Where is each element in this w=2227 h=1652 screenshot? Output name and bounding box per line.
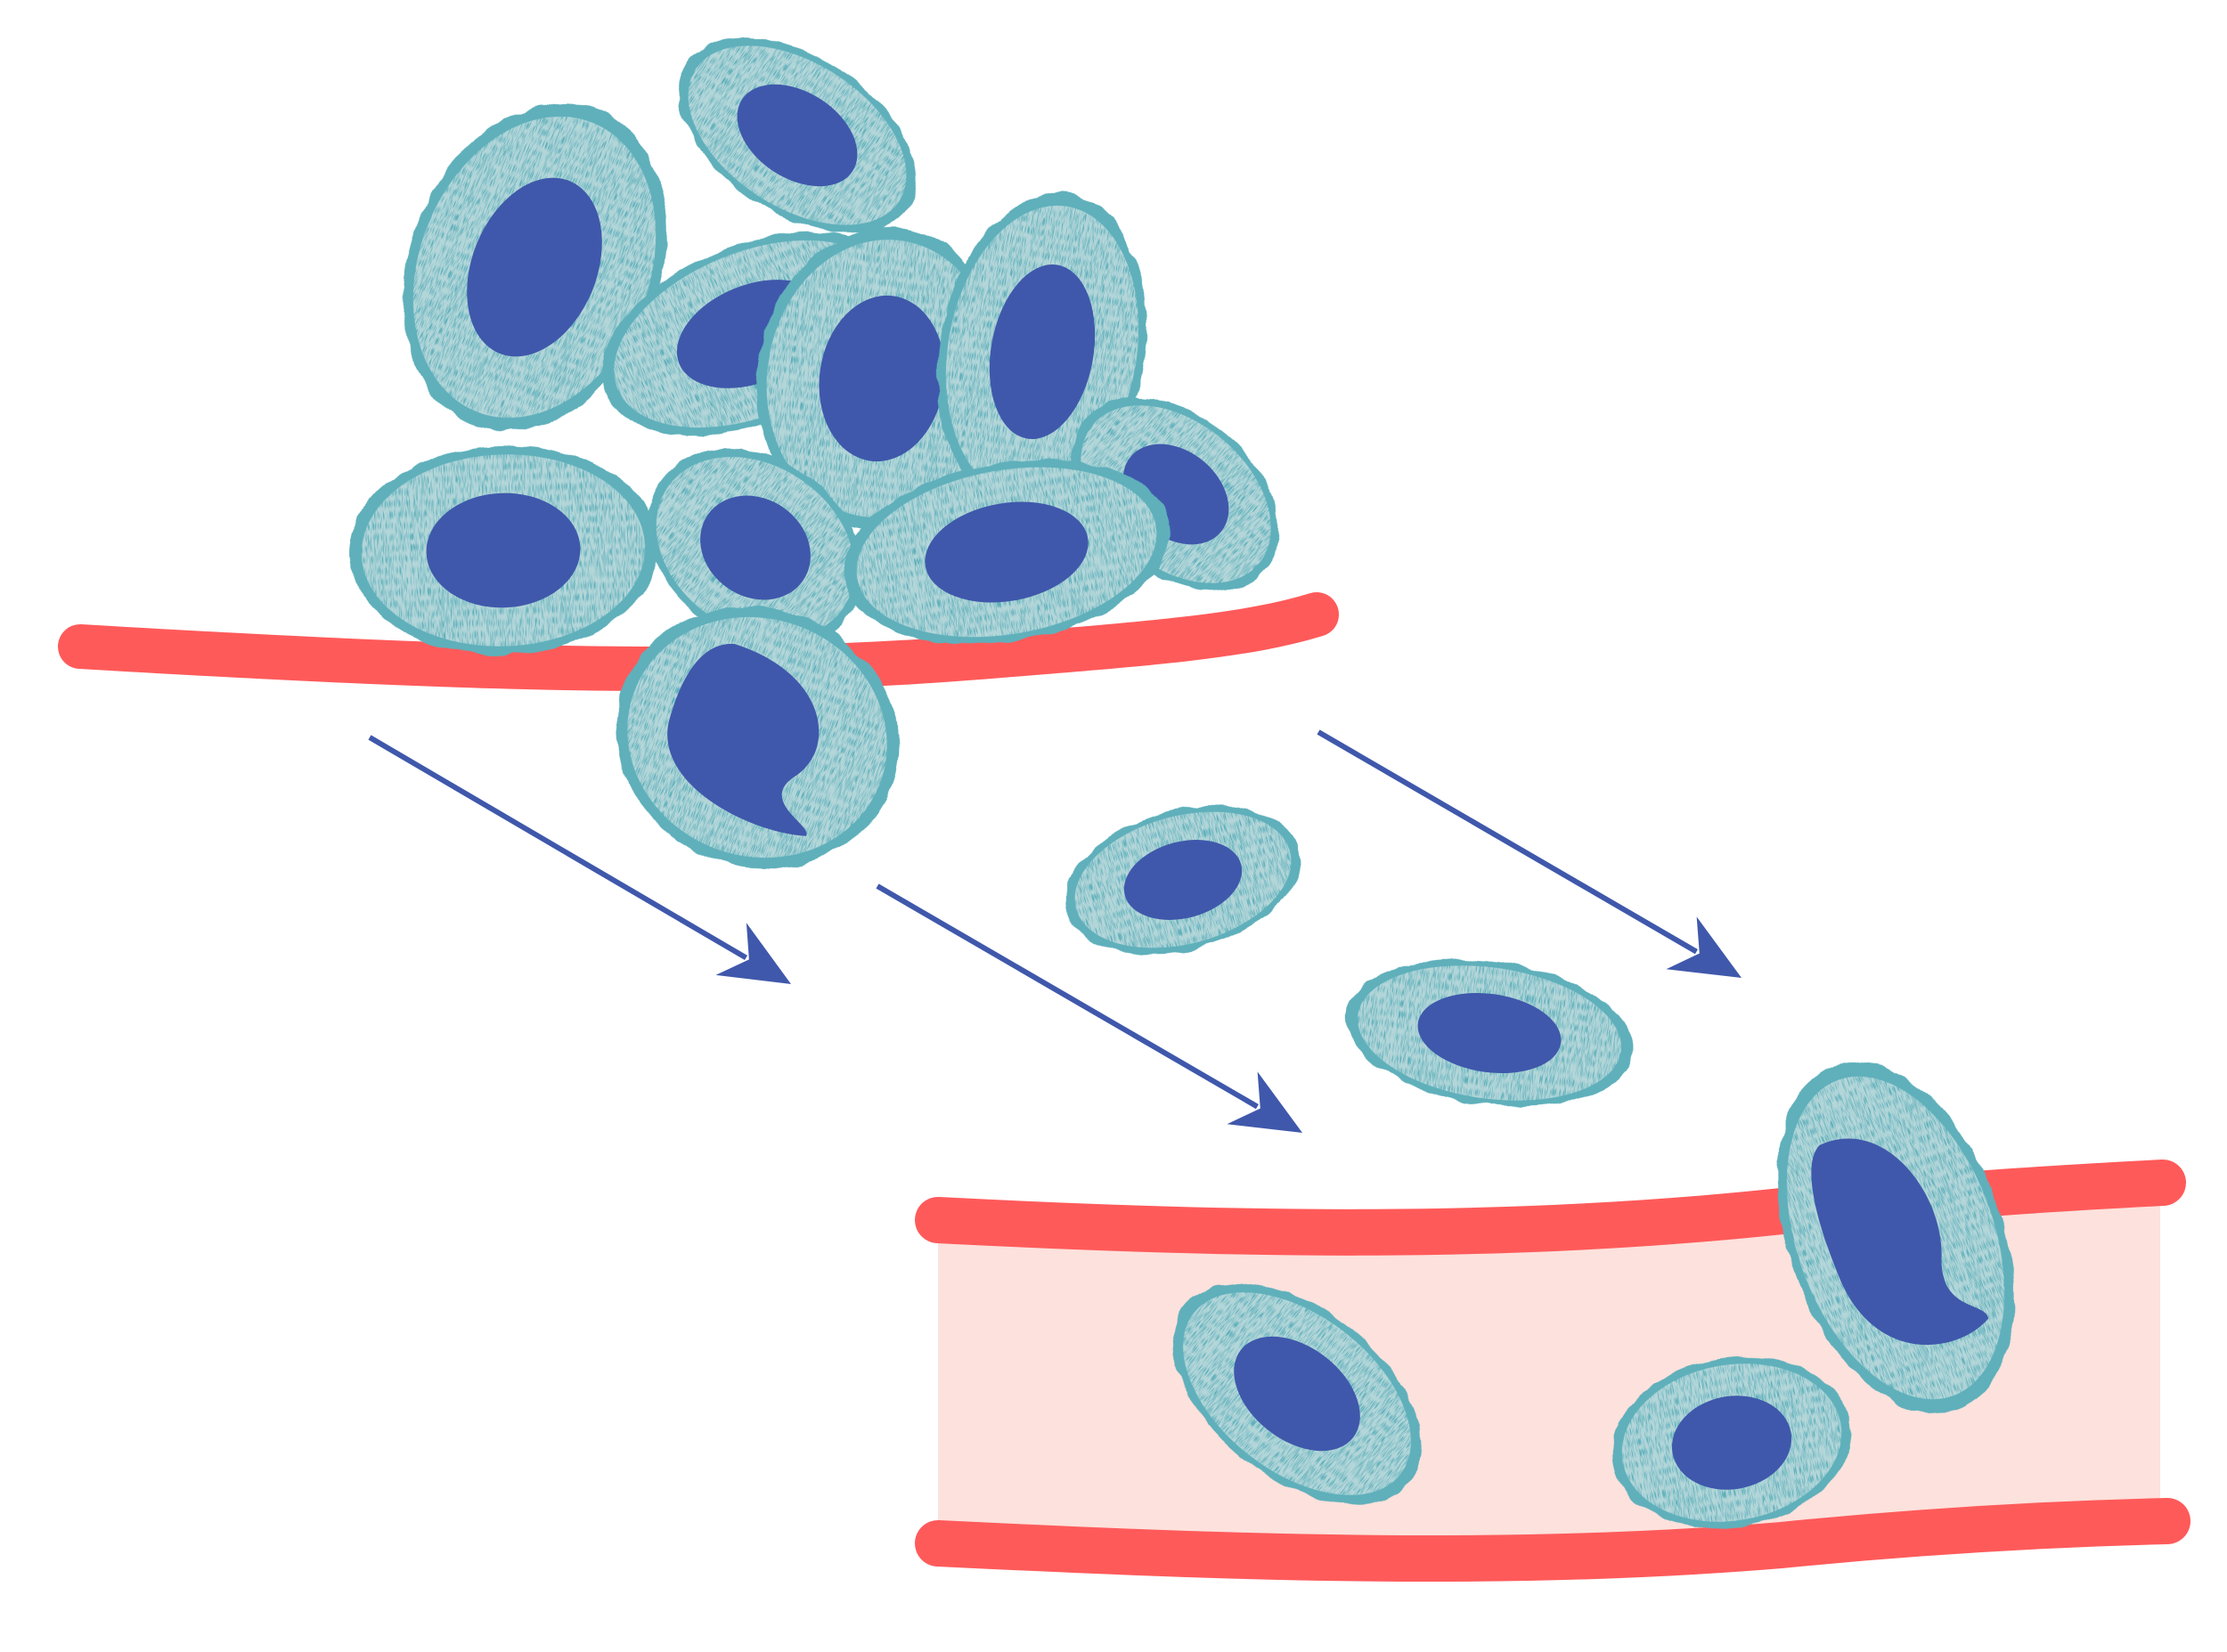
cluster-cell xyxy=(349,445,657,655)
arrow-shaft xyxy=(1317,729,1698,955)
cell-nucleus xyxy=(667,644,820,836)
migrating-cell xyxy=(1065,805,1301,955)
intravasating-cell xyxy=(1777,1062,2014,1413)
cluster-cell xyxy=(756,227,1007,530)
migration-arrow xyxy=(368,735,791,984)
vessel-wall-bottom xyxy=(915,1498,2190,1583)
cell-nucleus xyxy=(1123,840,1243,920)
cell-nucleus xyxy=(426,492,581,608)
cell-nucleus xyxy=(1811,1138,1989,1346)
arrow-shaft xyxy=(368,735,748,961)
cell-nucleus xyxy=(1417,992,1562,1074)
arrow-head xyxy=(715,923,791,984)
cluster-cell xyxy=(648,449,863,647)
cell-nucleus xyxy=(737,84,858,187)
migrating-cell xyxy=(1346,959,1633,1107)
cluster-cell xyxy=(843,460,1171,645)
arrow-head xyxy=(1227,1071,1302,1133)
cell-nucleus xyxy=(467,177,602,357)
cluster-cell xyxy=(678,37,917,233)
cluster-cell xyxy=(402,103,667,431)
cell-nucleus xyxy=(819,295,945,462)
migration-arrow xyxy=(1317,729,1742,978)
cell-nucleus xyxy=(700,495,811,600)
circulating-cell xyxy=(1612,1356,1851,1529)
arrow-head xyxy=(1666,916,1742,978)
arrow-shaft xyxy=(876,883,1259,1110)
migration-arrow xyxy=(876,883,1302,1133)
vessel-wall-top xyxy=(915,1160,2186,1256)
cell-nucleus xyxy=(989,264,1096,440)
invading-cell xyxy=(616,606,899,868)
cell-nucleus xyxy=(1671,1396,1792,1490)
circulating-cell xyxy=(1173,1283,1421,1504)
cell-nucleus xyxy=(925,501,1089,603)
arrows-layer xyxy=(368,729,1742,1133)
cell-nucleus xyxy=(1234,1336,1360,1452)
cells-layer xyxy=(349,37,2014,1529)
